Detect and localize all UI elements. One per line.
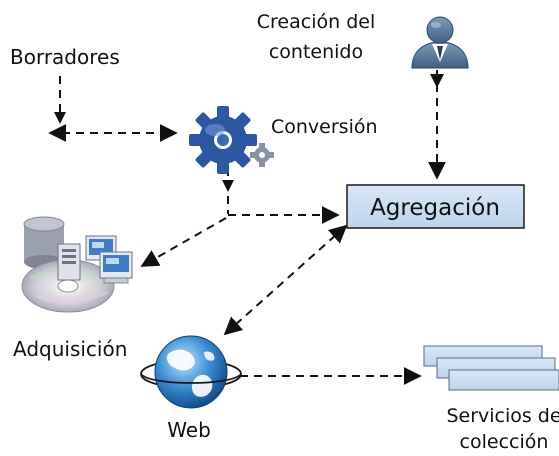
servicios-label-line1: Servicios de bbox=[446, 405, 559, 427]
gear-icon bbox=[189, 106, 274, 174]
adquisicion-label: Adquisición bbox=[13, 337, 127, 361]
user-icon bbox=[411, 16, 469, 69]
creacion-label-line1: Creación del bbox=[257, 11, 375, 33]
agregacion-label: Agregación bbox=[370, 195, 500, 221]
arrowhead-conversion bbox=[222, 180, 234, 192]
servicios-label-line2: colección bbox=[460, 431, 549, 453]
arrow-agregacion-web bbox=[223, 224, 348, 336]
agregacion-box: Agregación bbox=[346, 184, 525, 229]
server-disc-icon bbox=[21, 216, 133, 313]
globe-icon bbox=[140, 335, 242, 409]
stacked-boxes-icon bbox=[423, 345, 559, 391]
arrowhead-borradores bbox=[54, 112, 66, 124]
arrowhead-user bbox=[430, 74, 444, 88]
creacion-label-line2: contenido bbox=[269, 41, 363, 63]
borradores-label: Borradores bbox=[10, 45, 120, 69]
web-label: Web bbox=[167, 418, 211, 442]
arrow-to-adquisicion bbox=[140, 217, 227, 267]
conversion-label: Conversión bbox=[271, 116, 378, 138]
